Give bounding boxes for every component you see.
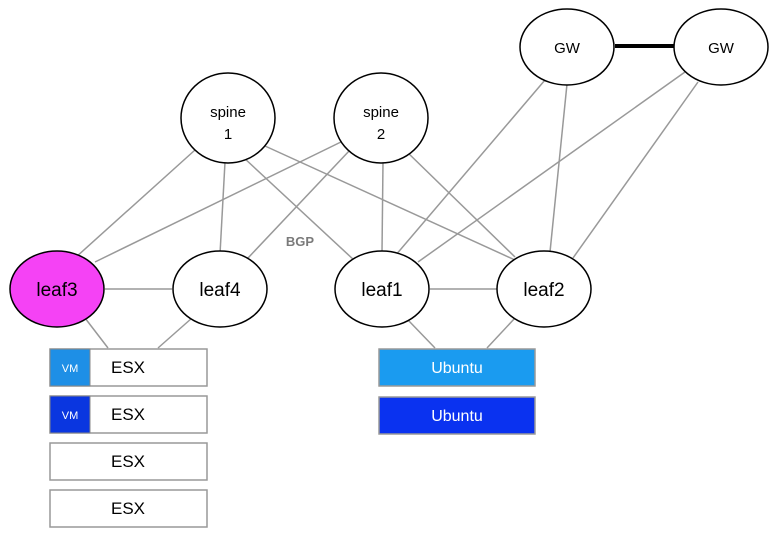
node-leaf3[interactable]: leaf3 <box>9 250 105 328</box>
ubuntu-host-1[interactable]: Ubuntu <box>378 348 536 387</box>
leaf4-label: leaf4 <box>199 280 241 301</box>
link-leaf1-ubuntu <box>407 319 436 349</box>
vm-label-1: VM <box>62 363 79 375</box>
ubuntu-host-2[interactable]: Ubuntu <box>378 396 536 435</box>
link-leaf4-esx <box>157 317 193 349</box>
esx-host-2[interactable]: VM ESX <box>49 395 208 434</box>
link-spine1-leaf1 <box>242 156 356 262</box>
esx-host-3[interactable]: ESX <box>49 442 208 481</box>
link-gwl-leaf1 <box>394 79 546 257</box>
spine1-label-line1: spine <box>210 104 246 121</box>
link-leaf3-esx <box>84 317 109 349</box>
esx-host-1[interactable]: VM ESX <box>49 348 208 387</box>
link-spine2-leaf3 <box>94 139 346 263</box>
vm-label-2: VM <box>62 410 79 422</box>
link-leaf2-ubuntu <box>486 317 516 349</box>
link-spine1-leaf3 <box>74 149 196 259</box>
esx-label-3: ESX <box>111 452 145 471</box>
leaf3-label: leaf3 <box>36 280 77 301</box>
link-gwl-leaf2 <box>549 83 568 253</box>
bgp-label: BGP <box>286 234 315 249</box>
esx-label-4: ESX <box>111 499 145 518</box>
link-spine1-leaf2 <box>264 145 516 261</box>
vm-badge-2 <box>49 395 91 434</box>
esx-label-1: ESX <box>111 358 145 377</box>
node-leaf4[interactable]: leaf4 <box>172 250 268 328</box>
esx-label-2: ESX <box>111 405 145 424</box>
vm-badge-1 <box>49 348 91 387</box>
ubuntu-label-2: Ubuntu <box>431 408 483 425</box>
spine2-label-line1: spine <box>363 104 399 121</box>
leaf1-label: leaf1 <box>361 280 402 301</box>
link-gwr-leaf1 <box>417 71 686 263</box>
node-leaf2[interactable]: leaf2 <box>496 250 592 328</box>
node-gw-right[interactable]: GW <box>673 8 769 86</box>
node-gw-left[interactable]: GW <box>519 8 615 86</box>
esx-host-4[interactable]: ESX <box>49 489 208 528</box>
spine1-label-line2: 1 <box>224 126 232 143</box>
ubuntu-label-1: Ubuntu <box>431 360 483 377</box>
node-spine1[interactable]: spine 1 <box>180 72 276 164</box>
gw-left-label: GW <box>554 40 581 57</box>
links <box>74 71 699 349</box>
link-spine2-leaf4 <box>247 149 351 259</box>
leaf2-label: leaf2 <box>523 280 564 301</box>
link-spine1-leaf4 <box>219 161 226 255</box>
link-spine2-leaf1 <box>381 161 384 253</box>
node-spine2[interactable]: spine 2 <box>333 72 429 164</box>
link-gwr-leaf2 <box>572 81 699 259</box>
gw-right-label: GW <box>708 40 735 57</box>
node-leaf1[interactable]: leaf1 <box>334 250 430 328</box>
link-spine2-leaf2 <box>404 149 516 258</box>
spine2-label-line2: 2 <box>377 126 385 143</box>
